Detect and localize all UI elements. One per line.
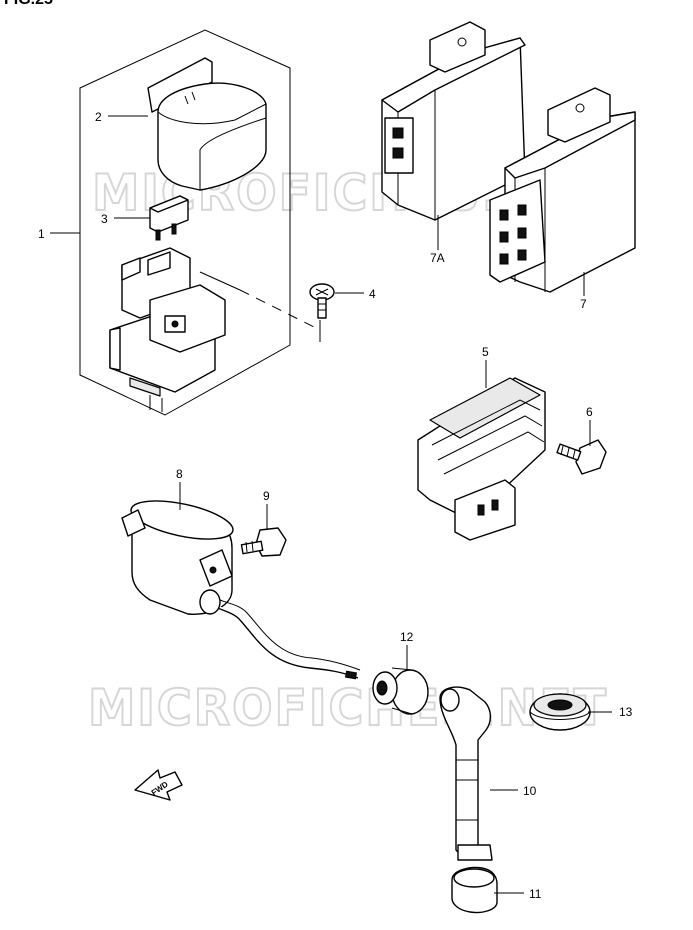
bolt-6 [556, 439, 607, 475]
callout-5: 5 [482, 345, 489, 359]
callout-12: 12 [400, 630, 414, 644]
relay-body [109, 247, 226, 412]
callout-6: 6 [586, 405, 593, 419]
callout-3: 3 [101, 212, 108, 226]
cdi-unit-7a [381, 21, 526, 221]
starter-relay-assembly [79, 29, 321, 416]
spark-plug-cap [439, 686, 493, 861]
callout-13: 13 [619, 705, 633, 719]
callout-1: 1 [38, 227, 45, 241]
ignition-coil [121, 500, 361, 680]
relay-cover [147, 57, 267, 191]
regulator-rectifier [417, 377, 546, 541]
callout-8: 8 [176, 467, 183, 481]
cdi-unit-7 [489, 87, 636, 293]
grommet-12 [372, 667, 429, 715]
seal-11 [451, 866, 498, 914]
grommet-13 [529, 693, 591, 731]
watermark-bottom: MICROFICHES.NET [88, 679, 608, 737]
callout-7a: 7A [430, 251, 445, 265]
screw-4 [309, 283, 335, 319]
fuse [149, 195, 189, 241]
callout-11: 11 [529, 887, 542, 901]
figure-header: FIG.25 [4, 0, 53, 8]
callout-9: 9 [263, 489, 270, 503]
callout-2: 2 [95, 110, 102, 124]
callout-7: 7 [580, 297, 587, 311]
leader-lines [50, 115, 612, 894]
bolt-9 [240, 527, 287, 557]
callout-10: 10 [523, 784, 537, 798]
forward-arrow: FWD [134, 769, 183, 801]
callout-4: 4 [369, 287, 376, 301]
